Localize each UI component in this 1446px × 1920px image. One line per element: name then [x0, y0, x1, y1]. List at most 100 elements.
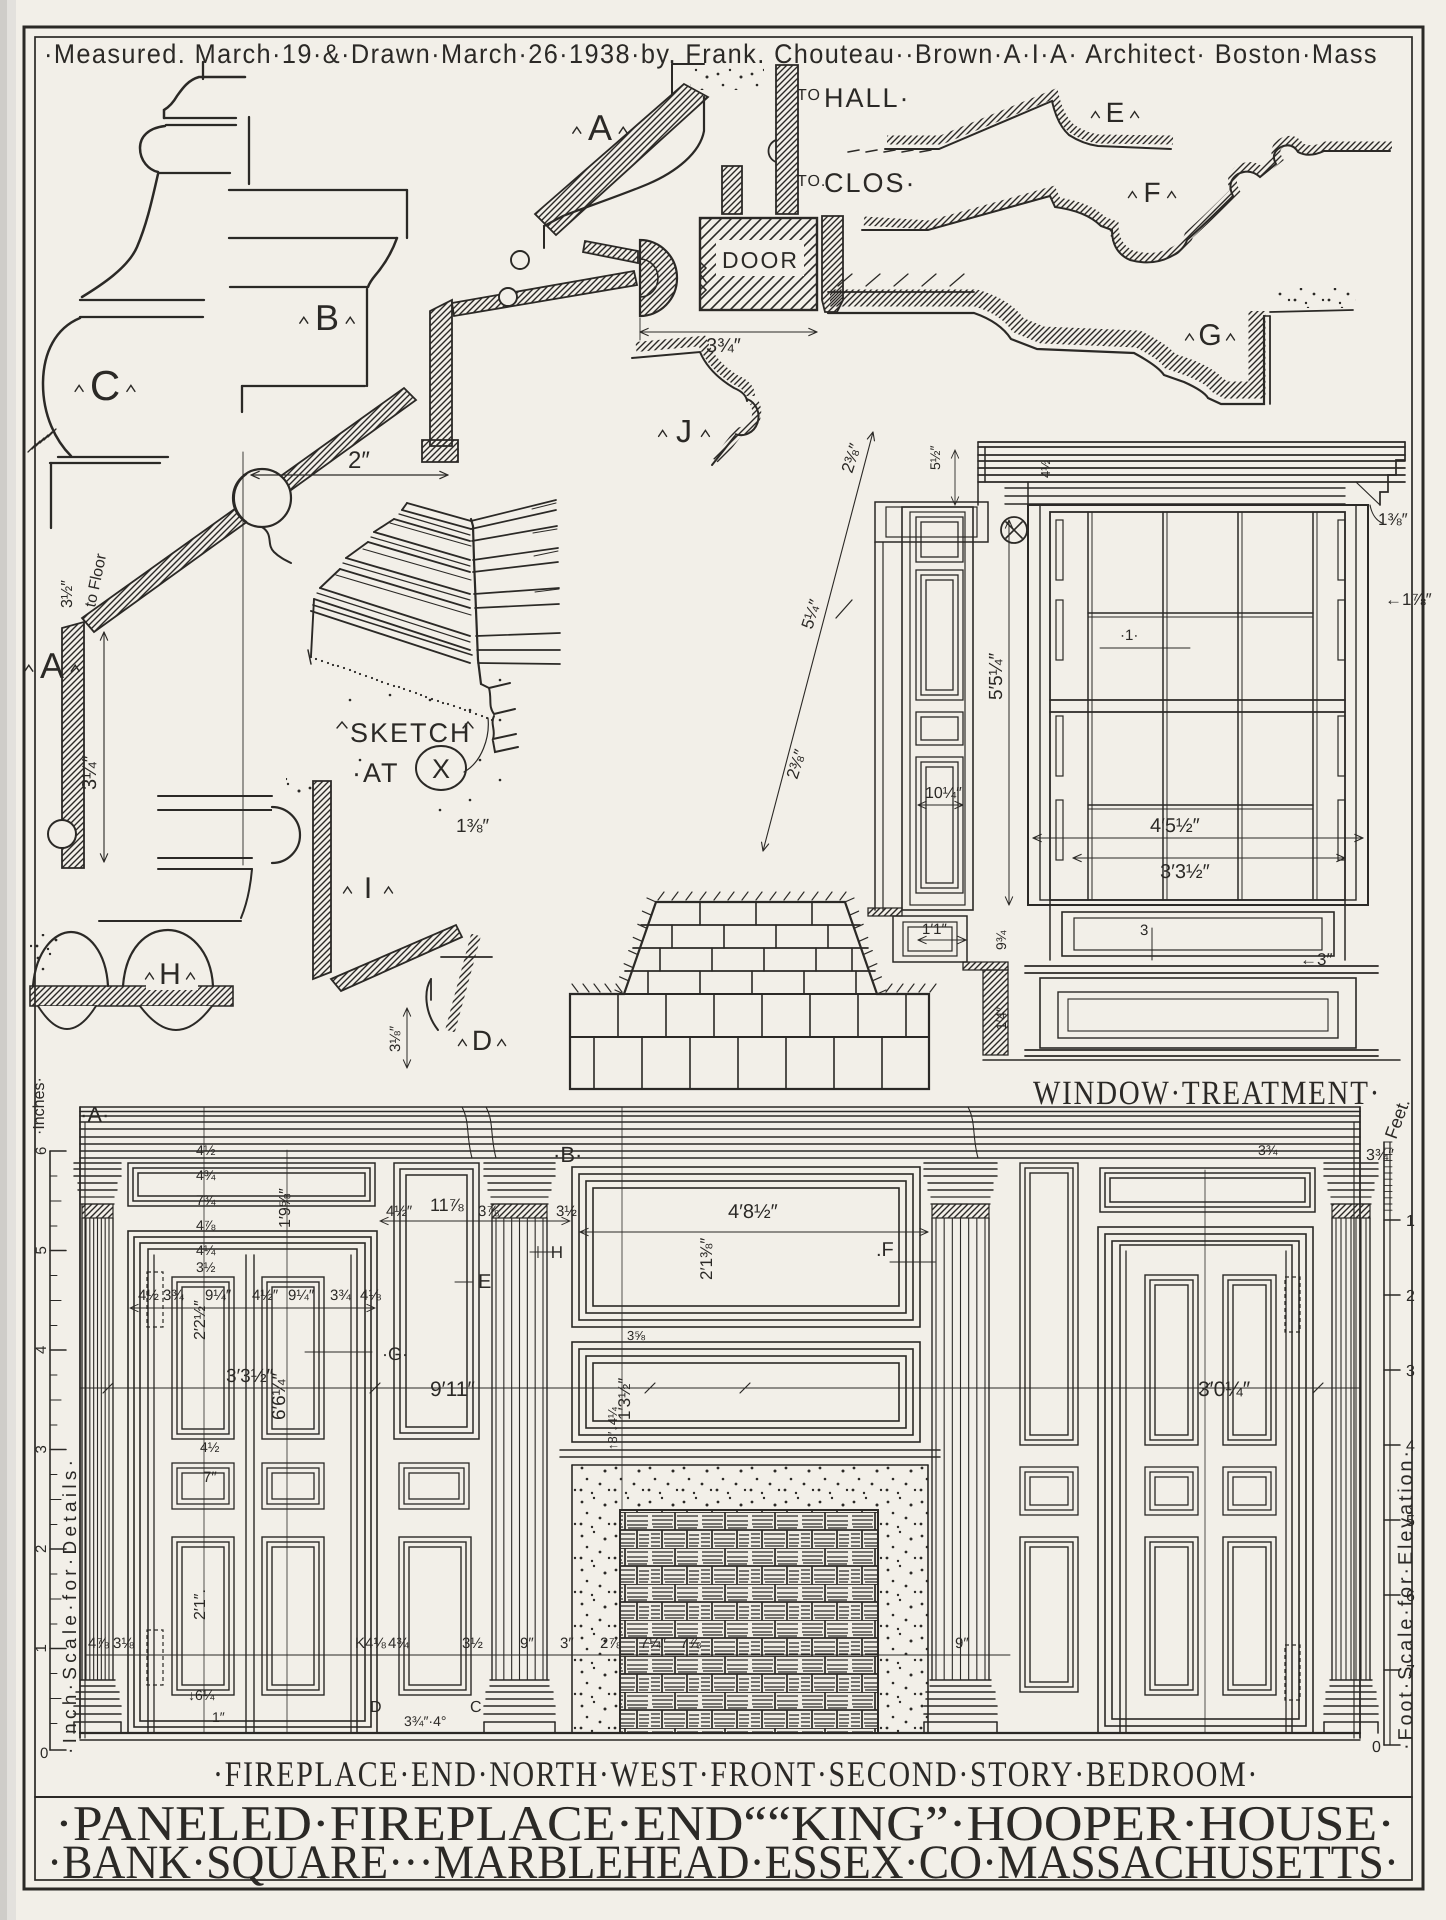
svg-text:9″: 9″: [520, 1635, 534, 1652]
svg-text:5: 5: [33, 1246, 50, 1254]
svg-text:·Measured. March·19·&·Drawn·Ma: ·Measured. March·19·&·Drawn·March·26·193…: [44, 39, 1378, 69]
svg-text:11⅞: 11⅞: [430, 1195, 465, 1215]
svg-text:5′5¼″: 5′5¼″: [986, 652, 1007, 700]
svg-text:·Inches·: ·Inches·: [31, 1077, 48, 1135]
svg-text:·FIREPLACE·END·NORTH·WEST·FRON: ·FIREPLACE·END·NORTH·WEST·FRONT·SECOND·S…: [213, 1754, 1259, 1794]
svg-text:2′1″.: 2′1″.: [192, 1589, 209, 1620]
svg-text:7″: 7″: [203, 1469, 217, 1486]
svg-text:3¾″·4°: 3¾″·4°: [404, 1713, 446, 1729]
svg-text:3½: 3½: [556, 1203, 577, 1220]
svg-text:9″: 9″: [955, 1635, 969, 1652]
svg-text:5: 5: [1406, 1513, 1415, 1530]
svg-text:↑8″↓4¼: ↑8″↓4¼: [605, 1407, 620, 1450]
svg-text:6: 6: [33, 1147, 50, 1155]
svg-text:G: G: [1198, 319, 1221, 352]
svg-text:3⅝: 3⅝: [627, 1328, 645, 1343]
svg-text:E: E: [1106, 97, 1125, 128]
svg-text:6′6¼″: 6′6¼″: [269, 1372, 290, 1420]
svg-text:C: C: [470, 1699, 482, 1716]
svg-text:3′3½″: 3′3½″: [1160, 861, 1210, 883]
svg-text:3: 3: [1406, 1363, 1415, 1380]
svg-text:9¼″: 9¼″: [205, 1287, 232, 1304]
svg-text:3¾: 3¾: [330, 1287, 351, 1304]
svg-text:·Inch·Scale·for·Details·: ·Inch·Scale·for·Details·: [60, 1459, 81, 1754]
svg-text:2: 2: [1406, 1288, 1415, 1305]
svg-text:·Foot·Scale·for·Elevation·: ·Foot·Scale·for·Elevation·: [1395, 1450, 1417, 1750]
svg-text:7¾: 7¾: [196, 1192, 216, 1208]
svg-text:1: 1: [33, 1644, 50, 1652]
svg-text:3′3½″: 3′3½″: [226, 1366, 274, 1387]
svg-text:WINDOW·TREATMENT·: WINDOW·TREATMENT·: [1033, 1075, 1381, 1112]
svg-text:1′3½″: 1′3½″: [615, 1378, 634, 1420]
svg-text:·AT: ·AT: [352, 758, 400, 788]
svg-text:3½: 3½: [196, 1259, 216, 1275]
svg-text:D: D: [370, 1699, 382, 1716]
svg-text:3¾: 3¾: [1258, 1142, 1278, 1158]
svg-text:1′1″: 1′1″: [922, 921, 947, 938]
svg-text:4′5½″: 4′5½″: [1150, 815, 1200, 837]
svg-text:4¾: 4¾: [388, 1635, 409, 1652]
svg-text:1: 1: [1406, 1213, 1415, 1230]
svg-text:3⅞: 3⅞: [478, 1203, 499, 1220]
svg-text:DOOR: DOOR: [722, 247, 799, 273]
svg-text:1′4″: 1′4″: [993, 1007, 1009, 1030]
svg-text:1⅜″: 1⅜″: [1378, 510, 1408, 529]
svg-text:F: F: [1143, 177, 1160, 208]
svg-text:CLOS·: CLOS·: [824, 168, 917, 198]
svg-text:0: 0: [1372, 1739, 1381, 1756]
svg-text:3¼″: 3¼″: [79, 755, 101, 790]
svg-text:9¼″: 9¼″: [288, 1287, 315, 1304]
svg-text:SKETCH: SKETCH: [350, 718, 472, 748]
svg-text:3: 3: [1140, 922, 1148, 939]
svg-text:4⅞: 4⅞: [88, 1635, 109, 1652]
svg-text:A: A: [588, 107, 612, 148]
svg-text:4⅛: 4⅛: [360, 1287, 381, 1304]
svg-text:6: 6: [1406, 1588, 1415, 1605]
svg-text:B: B: [315, 297, 339, 338]
svg-text:.F: .F: [876, 1239, 894, 1261]
svg-text:0: 0: [40, 1745, 48, 1762]
svg-text:2⅞: 2⅞: [600, 1635, 621, 1652]
svg-text:4¾: 4¾: [196, 1167, 216, 1183]
svg-text:4½: 4½: [200, 1439, 220, 1455]
svg-text:D: D: [472, 1025, 492, 1056]
svg-text:3¾″: 3¾″: [1366, 1147, 1394, 1164]
svg-text:←3″: ←3″: [1300, 950, 1332, 969]
svg-text:4: 4: [1406, 1438, 1415, 1455]
svg-text:·A·: ·A·: [80, 1102, 109, 1127]
svg-text:2″: 2″: [348, 447, 370, 474]
svg-text:3⅛: 3⅛: [113, 1635, 134, 1652]
svg-text:←1⅞″: ←1⅞″: [1385, 590, 1432, 609]
svg-text:4½″: 4½″: [252, 1287, 279, 1304]
svg-text:4: 4: [33, 1346, 50, 1354]
svg-text:A: A: [40, 645, 64, 686]
svg-text:7: 7: [1406, 1663, 1415, 1680]
svg-text:3⅛″: 3⅛″: [387, 1025, 404, 1052]
svg-text:3″: 3″: [560, 1635, 574, 1652]
svg-text:TO.: TO.: [797, 173, 826, 190]
svg-text:4½: 4½: [196, 1142, 216, 1158]
svg-text:C: C: [90, 362, 120, 409]
svg-text:HALL·: HALL·: [824, 83, 911, 113]
svg-text:3¾: 3¾: [163, 1287, 184, 1304]
svg-text:9¾: 9¾: [993, 930, 1009, 950]
svg-text:4′8½″: 4′8½″: [728, 1201, 778, 1223]
svg-text:·B·: ·B·: [553, 1142, 582, 1167]
svg-text:I: I: [364, 872, 372, 905]
svg-text:7⅞: 7⅞: [680, 1635, 701, 1652]
svg-text:X: X: [432, 754, 450, 784]
svg-text:9′11″: 9′11″: [430, 1378, 475, 1401]
svg-text:5½″: 5½″: [927, 446, 943, 470]
svg-text:1″: 1″: [212, 1709, 225, 1725]
svg-text:·G·: ·G·: [382, 1344, 408, 1364]
svg-text:3¾″: 3¾″: [706, 335, 741, 357]
svg-text:K4⅛: K4⅛: [355, 1635, 386, 1652]
svg-text:TO: TO: [797, 87, 821, 104]
svg-text:3½″: 3½″: [59, 580, 76, 608]
svg-text:3½: 3½: [462, 1635, 483, 1652]
svg-text:1⅜″: 1⅜″: [456, 816, 489, 837]
svg-text:3′0¼″: 3′0¼″: [1198, 1378, 1251, 1401]
svg-text:7¼″: 7¼″: [640, 1635, 667, 1652]
svg-text:H: H: [159, 958, 181, 991]
svg-text:·1·: ·1·: [1120, 627, 1138, 644]
